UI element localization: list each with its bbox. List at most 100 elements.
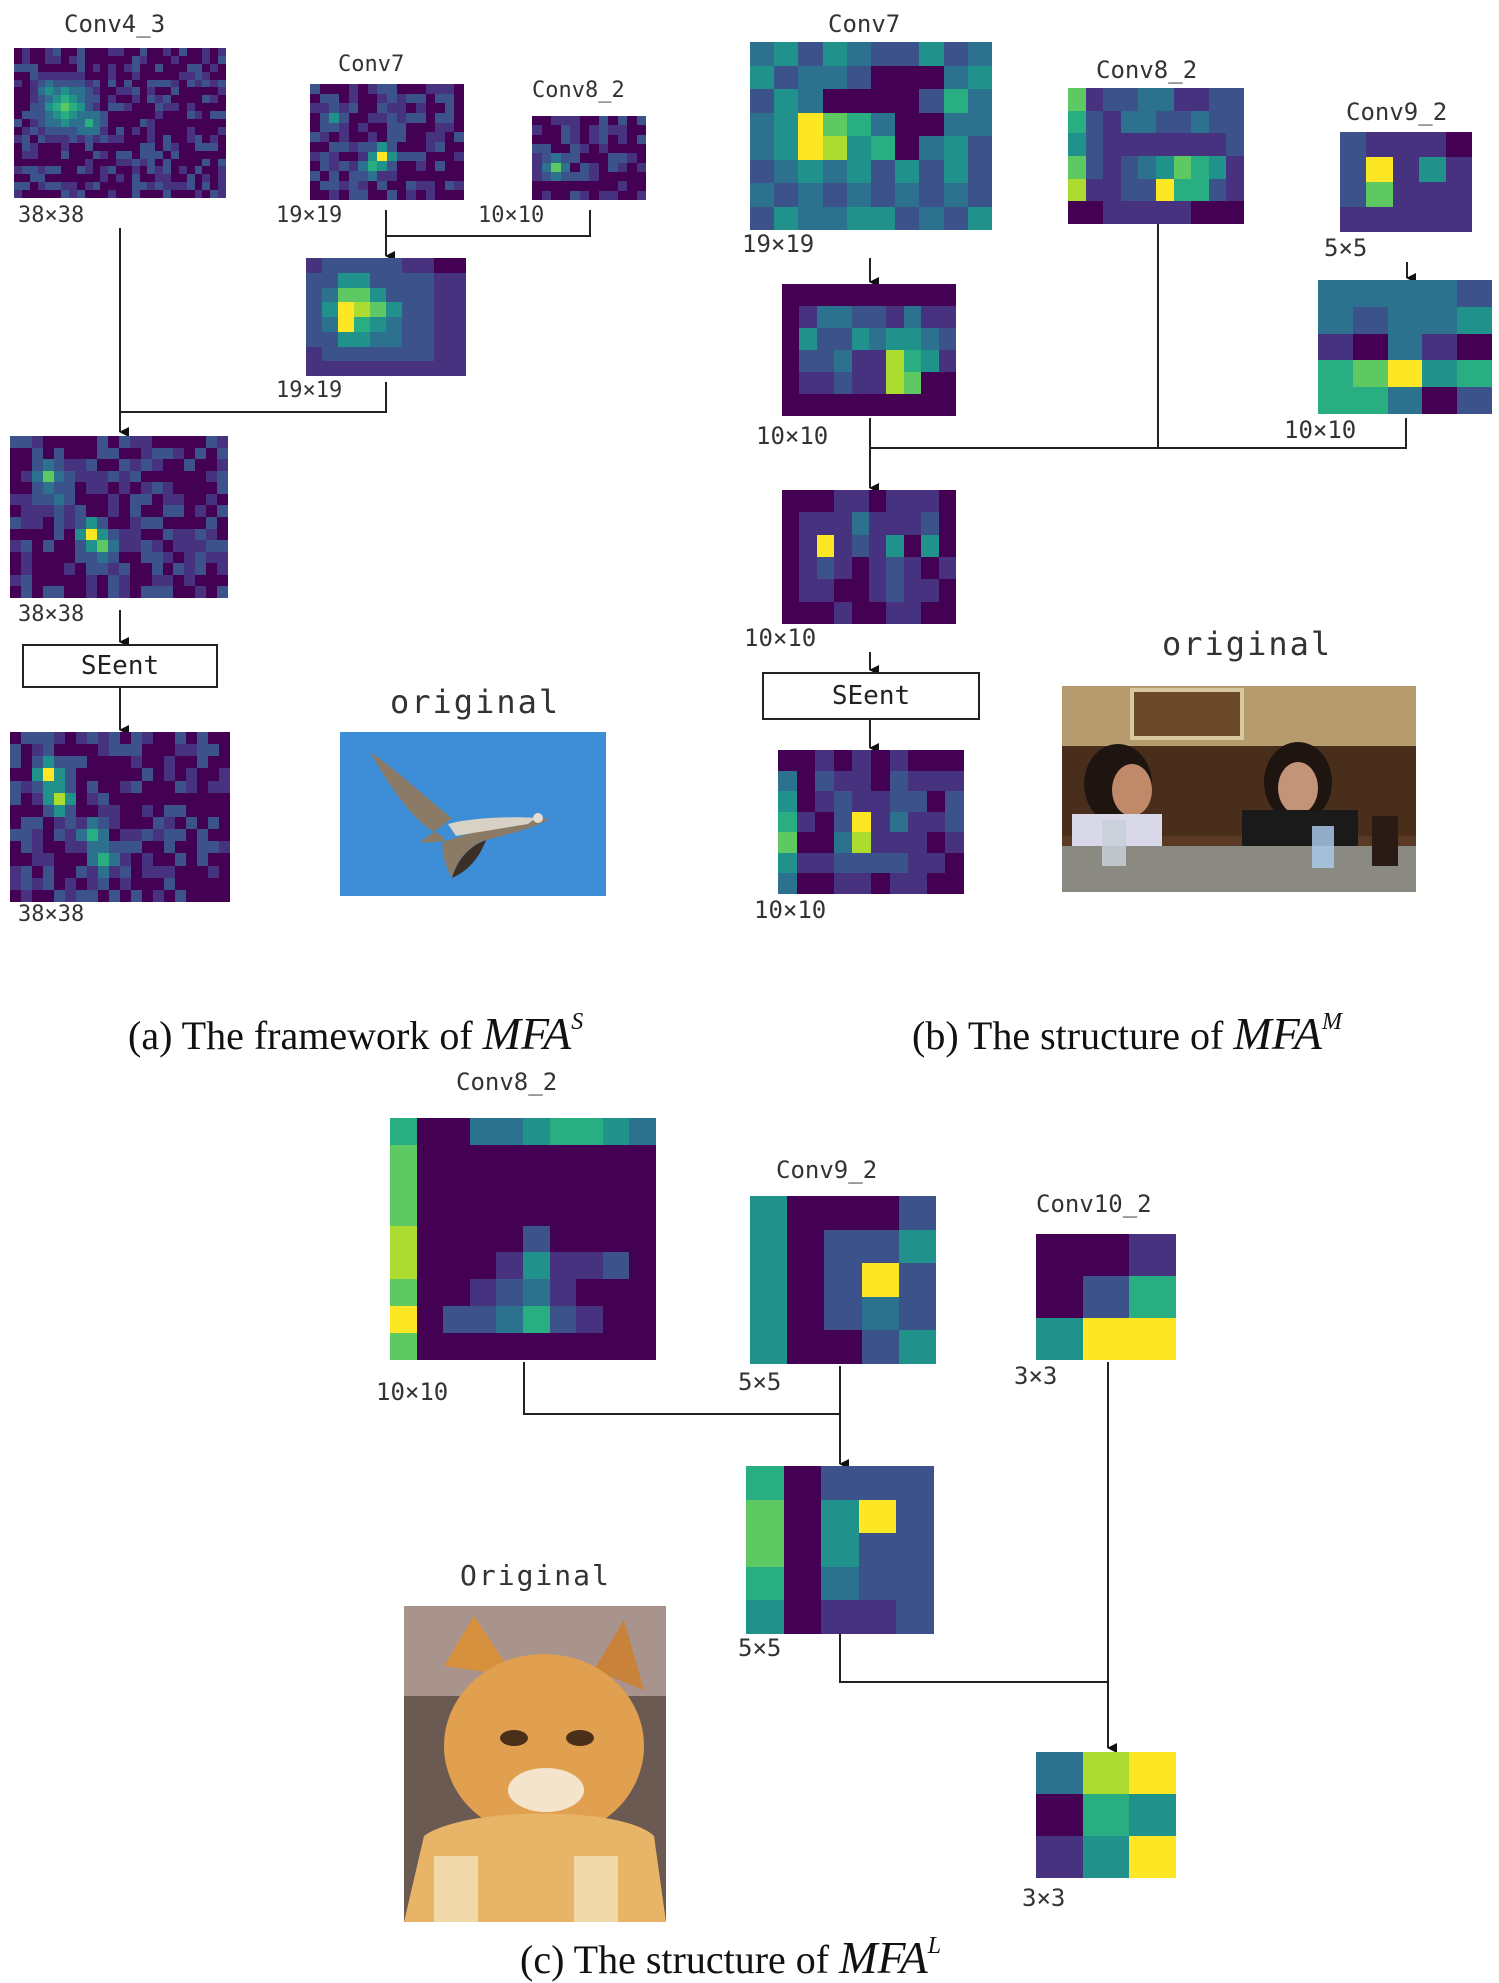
heatmap-cell	[406, 151, 416, 162]
heatmap-cell	[903, 372, 922, 394]
heatmap-cell	[206, 586, 218, 598]
heatmap-cell	[370, 317, 386, 332]
heatmap-cell	[76, 150, 85, 159]
heatmap-cell	[617, 116, 627, 126]
heatmap-cell	[206, 436, 218, 448]
heatmap-cell	[1082, 1234, 1130, 1276]
label-c-conv8-2: Conv8_2	[456, 1068, 558, 1096]
heatmap-cell	[155, 190, 164, 198]
heatmap-cell	[782, 394, 800, 416]
heatmap-cell	[903, 306, 922, 328]
heatmap-cell	[123, 48, 132, 56]
heatmap-cell	[425, 171, 436, 181]
heatmap-cell	[523, 1198, 550, 1226]
heatmap-cell	[163, 103, 172, 112]
heatmap-cell	[908, 852, 927, 874]
heatmap-cell	[415, 84, 426, 94]
heatmap-cell	[886, 350, 904, 372]
heatmap-cell	[186, 190, 195, 198]
heatmap-cell	[197, 732, 208, 745]
heatmap-cell	[131, 853, 142, 866]
heatmap-cell	[926, 791, 946, 812]
heatmap-cell	[1208, 178, 1227, 202]
heatmap-cell	[142, 792, 153, 805]
heatmap-cell	[1366, 182, 1393, 207]
heatmap-cell	[310, 142, 320, 152]
heatmap-cell	[798, 112, 823, 136]
heatmap-cell	[61, 134, 69, 143]
heatmap-cell	[139, 150, 148, 159]
heatmap-cell	[42, 551, 54, 564]
heatmap-cell	[29, 182, 38, 191]
heatmap-cell	[358, 122, 368, 133]
heatmap-cell	[834, 328, 852, 350]
heatmap-cell	[163, 79, 172, 88]
heatmap-cell	[171, 158, 179, 167]
heatmap-cell	[1208, 155, 1227, 179]
heatmap-cell	[319, 190, 330, 200]
heatmap-cell	[116, 158, 124, 167]
heatmap-cell	[76, 865, 87, 878]
heatmap-cell	[406, 122, 416, 133]
heatmap-cell	[86, 516, 98, 529]
label-b-conv8-2: Conv8_2	[1096, 56, 1198, 84]
heatmap-cell	[131, 166, 140, 175]
heatmap-cell	[194, 103, 203, 112]
heatmap-cell	[10, 792, 21, 805]
heatmap-cell	[14, 150, 22, 159]
heatmap-cell	[21, 150, 30, 159]
heatmap-b-conv8-2	[1068, 88, 1244, 224]
heatmap-cell	[617, 162, 627, 172]
heatmap-cell	[617, 143, 627, 154]
heatmap-cell	[53, 574, 65, 587]
heatmap-cell	[386, 317, 402, 332]
heatmap-cell	[799, 350, 817, 372]
heatmap-cell	[210, 55, 219, 64]
heatmap-cell	[20, 586, 32, 598]
heatmap-cell	[579, 143, 589, 154]
heatmap-cell	[84, 95, 93, 104]
heatmap-cell	[14, 63, 22, 72]
heatmap-cell	[218, 119, 226, 127]
heatmap-cell	[608, 171, 618, 182]
heatmap-cell	[76, 142, 85, 151]
heatmap-cell	[846, 136, 871, 160]
heatmap-cell	[194, 126, 203, 135]
heatmap-cell	[92, 55, 101, 64]
heatmap-cell	[29, 150, 38, 159]
heatmap-cell	[967, 65, 992, 89]
heatmap-cell	[1419, 157, 1446, 182]
heatmap-cell	[938, 579, 956, 602]
heatmap-cell	[68, 119, 77, 127]
heatmap-cell	[799, 557, 817, 580]
heatmap-cell	[10, 780, 21, 793]
heatmap-cell	[32, 780, 43, 793]
heatmap-cell	[20, 436, 32, 448]
heatmap-cell	[195, 516, 207, 529]
heatmap-cell	[186, 768, 197, 781]
heatmap-cell	[1392, 207, 1420, 232]
heatmap-cell	[903, 490, 922, 513]
heatmap-cell	[329, 171, 339, 181]
heatmap-cell	[45, 134, 54, 143]
heatmap-cell	[131, 134, 140, 143]
heatmap-cell	[197, 804, 208, 817]
heatmap-cell	[65, 877, 76, 890]
heatmap-cell	[163, 134, 172, 143]
heatmap-cell	[186, 63, 195, 72]
heatmap-cell	[20, 470, 32, 483]
heatmap-cell	[68, 48, 77, 56]
heatmap-cell	[377, 103, 387, 113]
heatmap-cell	[131, 71, 140, 80]
heatmap-cell	[186, 865, 197, 878]
heatmap-cell	[322, 361, 338, 376]
heatmap-cell	[444, 180, 455, 191]
heatmap-cell	[54, 829, 65, 842]
heatmap-cell	[1068, 178, 1086, 202]
heatmap-cell	[184, 586, 196, 598]
heatmap-cell	[120, 853, 131, 866]
heatmap-cell	[75, 528, 87, 541]
heatmap-cell	[396, 132, 407, 142]
heatmap-cell	[815, 852, 834, 874]
